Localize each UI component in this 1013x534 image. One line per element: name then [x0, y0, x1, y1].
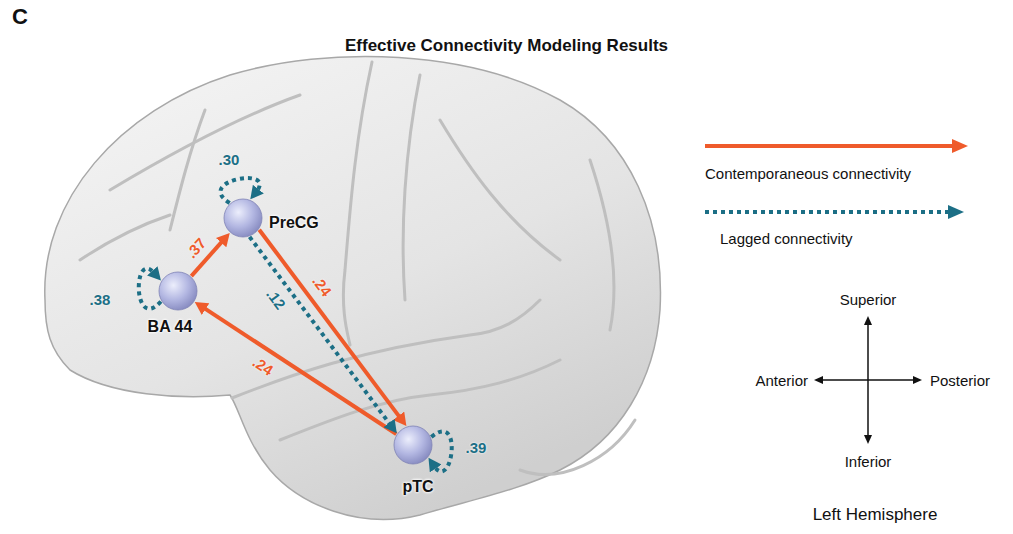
region-node: PreCG: [223, 198, 263, 238]
connectivity-weight: .37: [183, 234, 210, 261]
panel-letter: C: [12, 4, 28, 30]
lagged-connector: [250, 237, 391, 425]
region-sphere: [393, 425, 433, 465]
legend-text: Contemporaneous connectivity: [705, 165, 911, 183]
direction-label: Superior: [840, 291, 897, 309]
lagged-connector: [139, 269, 161, 309]
connectivity-weight: .24: [250, 353, 277, 379]
sphere-shape: [224, 199, 262, 237]
legend-samples: [705, 139, 968, 219]
direction-label: Posterior: [930, 372, 990, 390]
lagged-connector: [431, 431, 451, 471]
connectivity-weight: .24: [309, 272, 335, 299]
compass-arrows: [814, 316, 922, 444]
direction-label: Inferior: [845, 453, 892, 471]
figure-title: Effective Connectivity Modeling Results: [0, 36, 1013, 56]
region-label: PreCG: [269, 214, 319, 232]
region-node: BA 44: [158, 271, 198, 311]
region-sphere: [158, 271, 198, 311]
connectivity-weight: .38: [90, 291, 111, 308]
region-label: BA 44: [148, 318, 193, 336]
brain-outline: [45, 56, 661, 519]
connectivity-weight: .39: [466, 439, 487, 456]
region-label: pTC: [402, 478, 433, 496]
brain-sulci: [80, 62, 635, 474]
region-sphere: [223, 198, 263, 238]
connectivity-weight: .12: [263, 285, 289, 312]
legend-text: Lagged connectivity: [720, 230, 853, 248]
hemisphere-label: Left Hemisphere: [813, 505, 938, 525]
direction-label: Anterior: [755, 372, 808, 390]
region-node: pTC: [393, 425, 433, 465]
connectivity-weight: .30: [219, 151, 240, 168]
contemporaneous-connector: [203, 307, 396, 434]
sphere-shape: [159, 272, 197, 310]
sphere-shape: [394, 426, 432, 464]
